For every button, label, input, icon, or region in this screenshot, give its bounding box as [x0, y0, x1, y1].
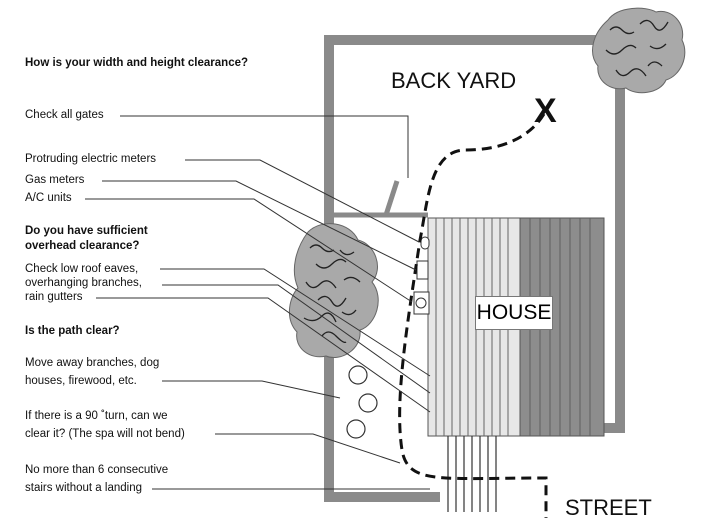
overhead-item-line1: Check low roof eaves,: [25, 263, 139, 275]
overhead-heading-line2: overhead clearance?: [25, 240, 140, 252]
firewood-obstacles: [346, 365, 378, 439]
destination-x-mark: X: [534, 92, 557, 130]
yard-fence: [324, 35, 625, 502]
label-ac-units: A/C units: [25, 192, 72, 204]
electric-meter: [420, 236, 430, 250]
delivery-path: [398, 113, 548, 518]
label-electric-meters: Protruding electric meters: [25, 153, 157, 165]
label-check-gates: Check all gates: [25, 109, 104, 121]
clearance-question-heading: How is your width and height clearance?: [25, 57, 249, 69]
stairs: [447, 436, 497, 512]
path-turn-line1: If there is a 90 ˚turn, can we: [25, 410, 168, 422]
path-move-line2: houses, firewood, etc.: [25, 375, 137, 387]
street-label: STREET: [565, 495, 652, 520]
path-turn-line2: clear it? (The spa will not bend): [25, 428, 185, 440]
gas-meter: [416, 260, 429, 280]
shrub-corner: [592, 7, 686, 94]
leader-lines: [85, 115, 431, 490]
house-label: HOUSE: [475, 296, 553, 330]
back-yard-label: BACK YARD: [391, 68, 517, 93]
gate: [383, 180, 400, 216]
overhead-item-line3: rain gutters: [25, 291, 83, 303]
ac-unit: [413, 291, 430, 315]
overhead-item-line2: overhanging branches,: [25, 277, 142, 289]
path-stairs-line1: No more than 6 consecutive: [25, 464, 169, 476]
path-heading: Is the path clear?: [25, 325, 120, 337]
overhead-heading-line1: Do you have sufficient: [25, 225, 148, 237]
path-move-line1: Move away branches, dog: [25, 357, 160, 369]
shrub-left: [288, 223, 379, 358]
path-stairs-line2: stairs without a landing: [25, 482, 142, 494]
label-gas-meters: Gas meters: [25, 174, 85, 186]
